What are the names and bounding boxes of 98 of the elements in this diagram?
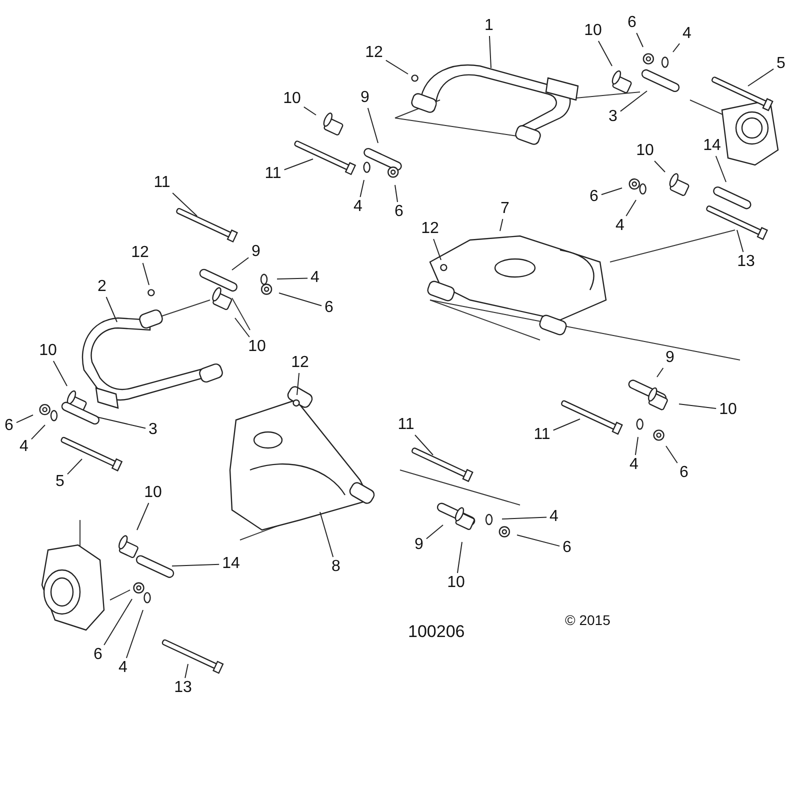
leader-line [636, 32, 644, 48]
callout-number: 10 [717, 401, 739, 419]
callout-number: 4 [614, 217, 626, 235]
callout-number: 6 [626, 14, 638, 32]
callout-number: 10 [445, 574, 467, 592]
callout-number: 6 [92, 646, 104, 664]
leader-line [320, 512, 334, 558]
callout-number: 3 [606, 108, 620, 126]
leader-line [598, 40, 612, 66]
callout-number: 10 [142, 484, 164, 502]
leader-line [276, 278, 308, 280]
callout-number: 6 [322, 299, 336, 317]
callout-number: 3 [146, 421, 160, 439]
leader-line [16, 414, 34, 424]
leader-line [666, 446, 678, 464]
callout-number: 13 [172, 679, 194, 697]
callout-number: 6 [2, 417, 16, 435]
leader-line [232, 257, 250, 270]
leader-line [433, 238, 442, 260]
leader-line [626, 200, 636, 216]
leader-line [234, 318, 250, 338]
callout-number: 14 [701, 137, 723, 155]
copyright-notice: © 2015 [565, 612, 610, 628]
callout-number: 12 [419, 220, 441, 238]
leader-line [104, 598, 132, 646]
callout-number: 10 [582, 22, 604, 40]
leader-line [516, 534, 560, 547]
callout-number: 4 [352, 198, 364, 216]
leader-line [426, 524, 444, 540]
leader-line [456, 542, 462, 574]
leader-line [66, 458, 82, 475]
callout-number: 4 [308, 269, 322, 287]
callout-number: 4 [680, 25, 694, 43]
leader-line [172, 192, 198, 216]
callout-number: 4 [628, 456, 640, 474]
leader-line [634, 436, 638, 456]
callout-number: 10 [246, 338, 268, 356]
callout-number: 6 [588, 188, 600, 206]
callout-number: 5 [774, 55, 788, 73]
callout-number: 8 [330, 558, 342, 576]
callout-number: 4 [116, 659, 130, 677]
callout-number: 9 [358, 89, 372, 107]
leader-line [126, 610, 144, 658]
callout-number: 4 [548, 508, 560, 526]
callout-number: 9 [664, 349, 676, 367]
leader-line [303, 106, 316, 116]
leader-line [656, 368, 664, 378]
callout-number: 2 [96, 278, 108, 296]
leader-line [284, 158, 314, 170]
leader-line [394, 184, 398, 202]
callout-number: 10 [281, 90, 303, 108]
leader-line [106, 296, 118, 322]
leader-line [552, 418, 580, 431]
callout-number: 4 [18, 438, 30, 456]
leader-line [715, 156, 726, 182]
callout-number: 13 [735, 253, 757, 271]
leader-line [678, 404, 717, 410]
callout-number: 6 [678, 464, 690, 482]
callout-number: 1 [482, 17, 496, 35]
leader-line [296, 372, 300, 396]
leader-line [184, 664, 188, 678]
leader-line [136, 502, 150, 530]
callout-number: 14 [220, 555, 242, 573]
callout-number: 12 [289, 354, 311, 372]
leader-line [620, 90, 648, 112]
callout-number: 10 [37, 342, 59, 360]
callout-number: 7 [498, 200, 512, 218]
leader-line [385, 60, 408, 74]
callout-number: 6 [560, 539, 574, 557]
leader-line [488, 36, 492, 68]
leader-line [500, 218, 504, 232]
callout-number: 10 [634, 142, 656, 160]
leader-line [600, 188, 622, 196]
callout-number: 11 [262, 165, 284, 183]
callout-number: 5 [54, 473, 66, 491]
leader-line [414, 434, 434, 456]
callout-number: 9 [250, 243, 262, 261]
leader-line [672, 43, 680, 52]
drawing-number: 100206 [408, 622, 465, 642]
leader-line [96, 416, 146, 429]
leader-line [736, 230, 744, 252]
leader-line [748, 68, 774, 86]
leader-line [172, 564, 220, 566]
callout-number: 11 [532, 426, 552, 444]
leader-line [52, 360, 68, 386]
leader-line [278, 292, 322, 306]
callout-number: 9 [412, 536, 426, 554]
callout-number: 11 [152, 174, 172, 192]
leader-line [367, 108, 378, 144]
callout-number: 12 [363, 44, 385, 62]
callout-number: 6 [392, 203, 406, 221]
leader-line [142, 262, 150, 286]
leader-line [360, 180, 364, 198]
leader-line [654, 160, 666, 172]
callout-number: 11 [396, 416, 416, 434]
leader-line [30, 424, 46, 440]
leader-line [502, 516, 548, 520]
callout-number: 12 [129, 244, 151, 262]
